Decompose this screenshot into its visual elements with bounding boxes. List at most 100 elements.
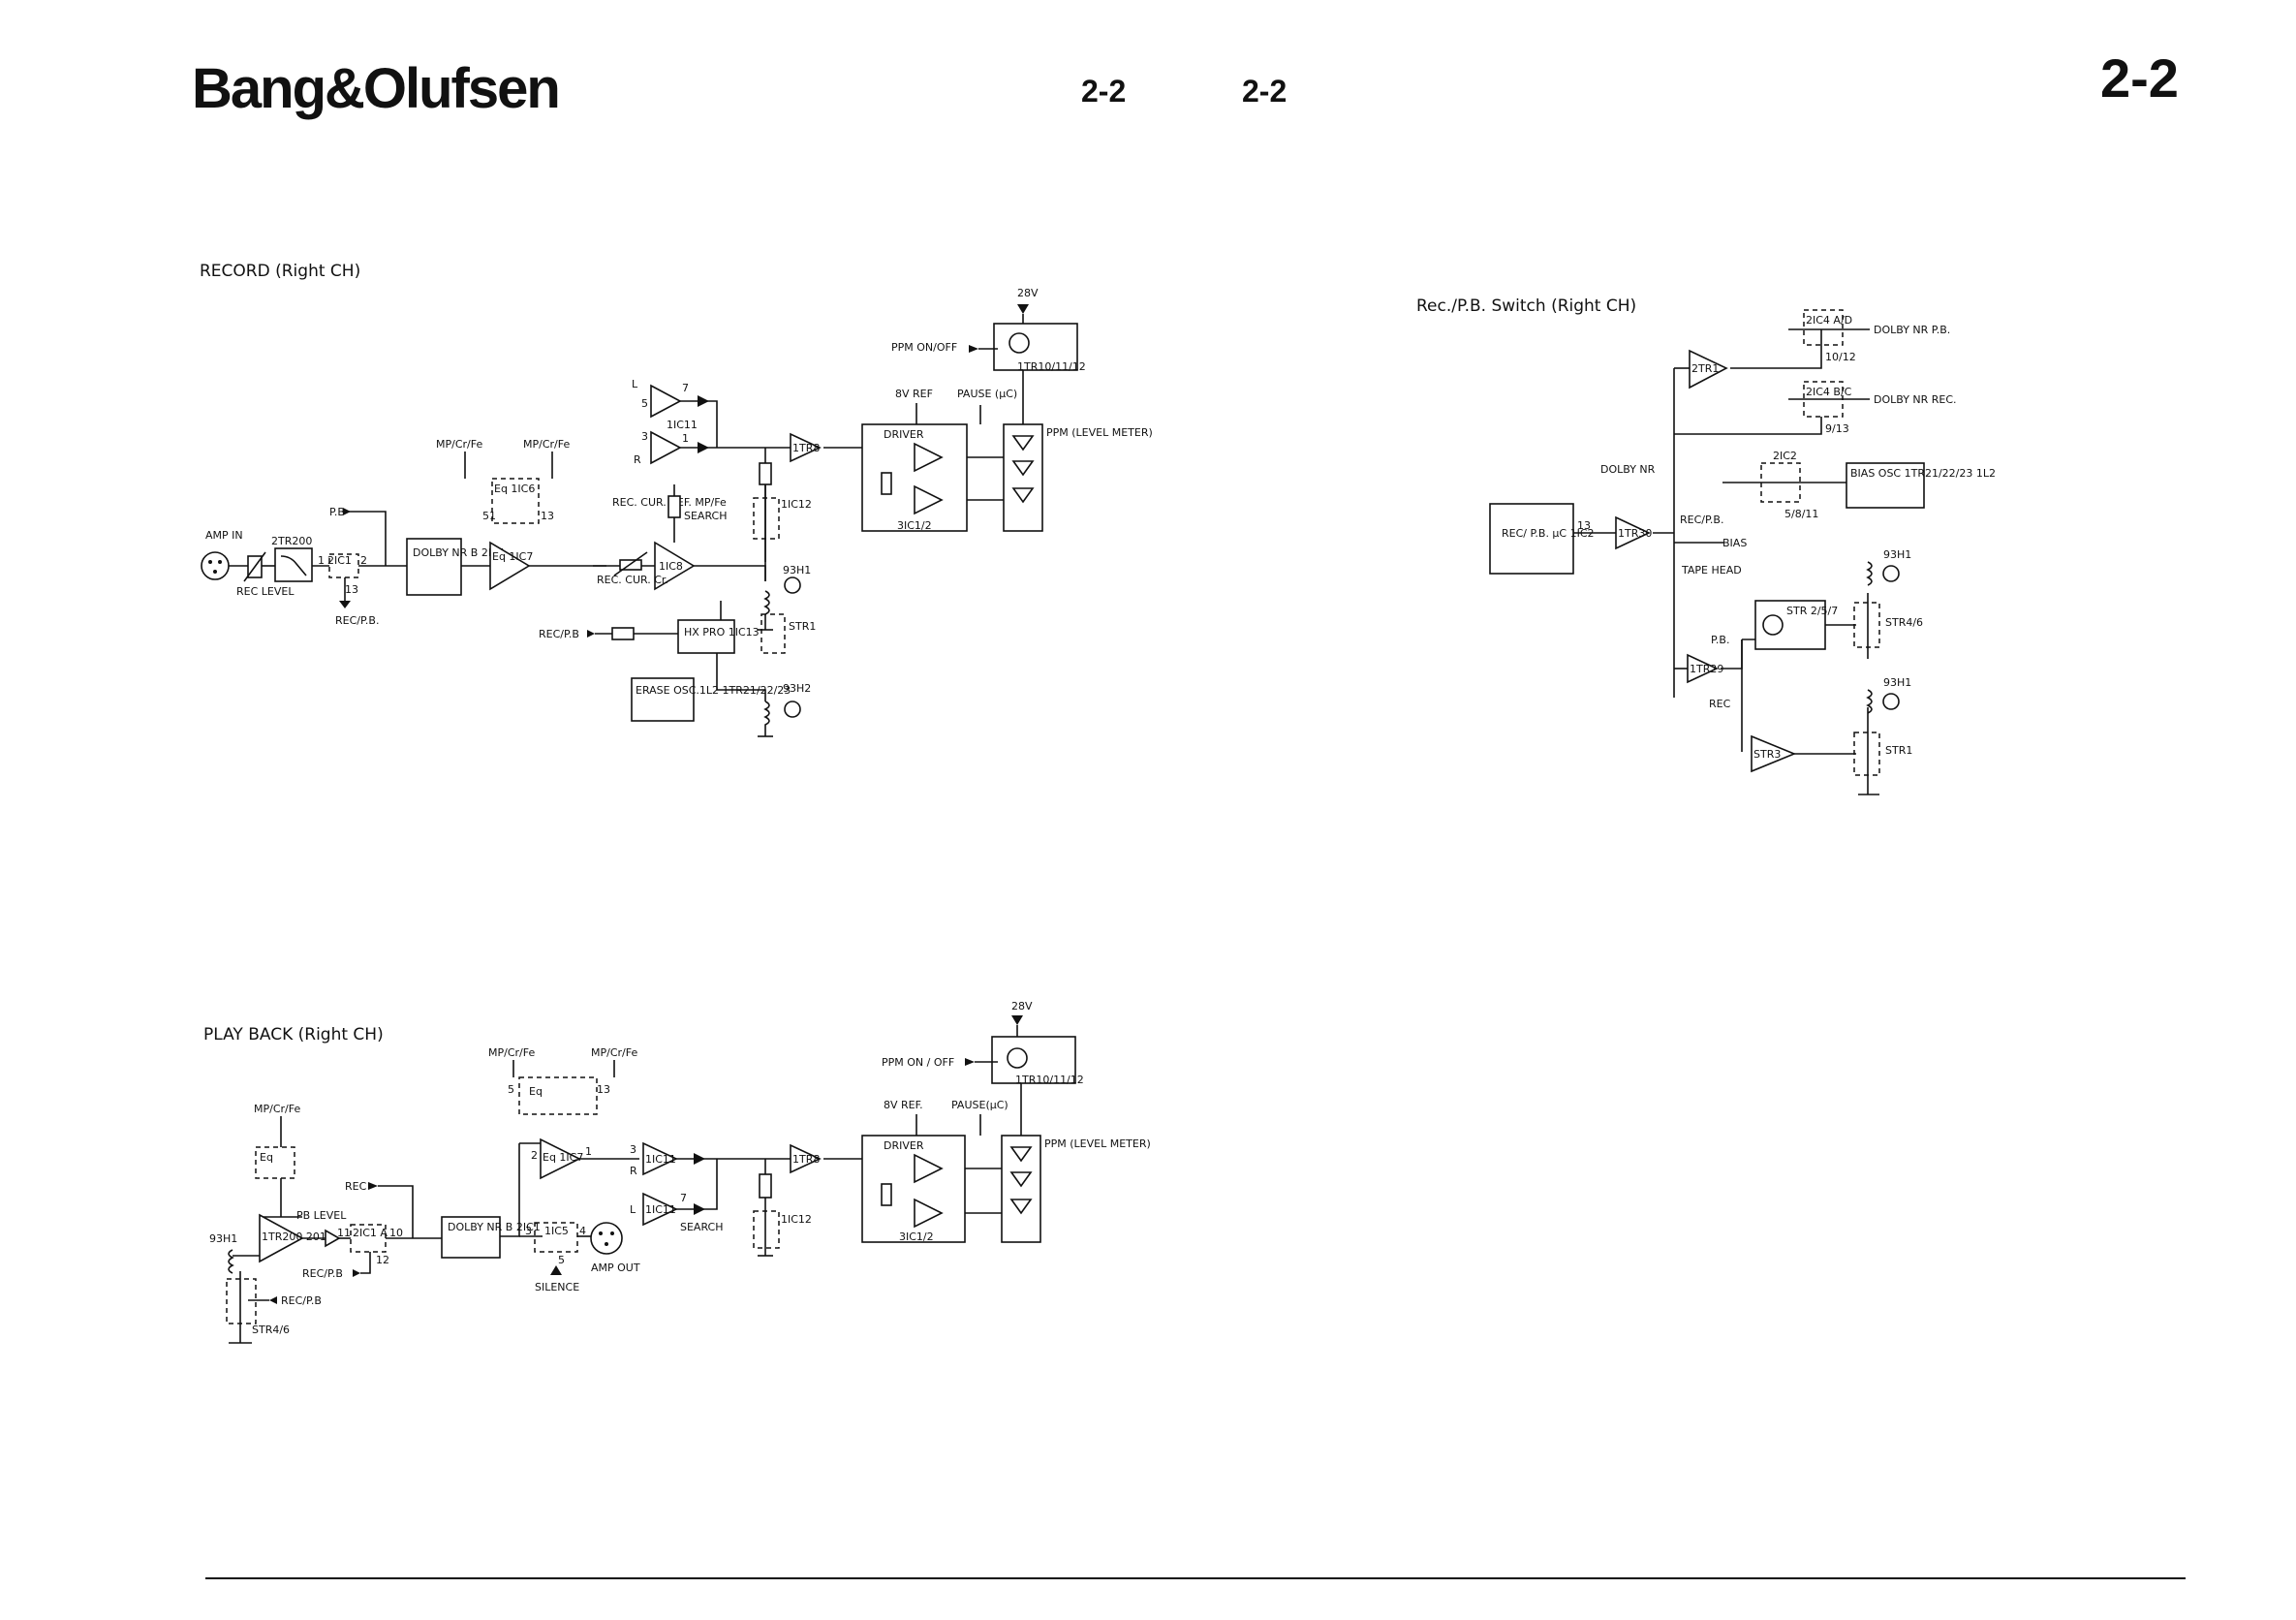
svg-text:93H1: 93H1 [1883, 676, 1911, 689]
svg-text:2IC1 A: 2IC1 A [353, 1227, 388, 1239]
svg-text:ERASE OSC.1L2 1TR21/22/23: ERASE OSC.1L2 1TR21/22/23 [636, 684, 791, 697]
ppm-supply-block-pb [991, 1036, 1076, 1084]
svg-text:1TR10/11/12: 1TR10/11/12 [1015, 1074, 1084, 1086]
svg-text:1TR200 201: 1TR200 201 [262, 1231, 326, 1243]
svg-text:REC: REC [1709, 698, 1731, 710]
svg-text:93H2: 93H2 [783, 682, 811, 695]
svg-text:HX PRO 1IC13: HX PRO 1IC13 [684, 626, 760, 639]
svg-text:STR3: STR3 [1753, 748, 1781, 761]
svg-text:STR1: STR1 [1885, 744, 1912, 757]
svg-text:13: 13 [541, 510, 554, 522]
footer-rule [205, 1577, 2186, 1579]
ic5-switch [534, 1222, 578, 1253]
svg-text:DOLBY NR: DOLBY NR [1600, 463, 1656, 476]
driver-block-pb [861, 1135, 966, 1243]
rec-pb-label: REC/P.B. [335, 614, 379, 627]
record-schematic: AMP IN REC LEVEL 2TR200 2IC1 1 2 13 REC/… [201, 287, 1153, 737]
svg-text:1TR8: 1TR8 [792, 442, 820, 454]
svg-text:1: 1 [318, 554, 325, 567]
svg-text:1IC12: 1IC12 [781, 1213, 812, 1226]
svg-text:3IC1/2: 3IC1/2 [899, 1231, 934, 1243]
bias-osc-block [1846, 462, 1925, 509]
svg-text:MP/Cr/Fe: MP/Cr/Fe [254, 1103, 300, 1115]
page-number-left: 2-2 [1081, 74, 1127, 109]
svg-text:1TR29: 1TR29 [1690, 663, 1723, 675]
svg-text:1IC5: 1IC5 [544, 1225, 569, 1237]
svg-text:10/12: 10/12 [1825, 351, 1856, 363]
svg-text:5: 5 [508, 1083, 514, 1096]
svg-text:1IC8: 1IC8 [659, 560, 683, 573]
svg-text:1IC12: 1IC12 [781, 498, 812, 511]
svg-text:SEARCH: SEARCH [684, 510, 728, 522]
svg-text:1IC11: 1IC11 [645, 1153, 676, 1166]
svg-text:13: 13 [1577, 519, 1591, 532]
svg-text:L: L [630, 1203, 636, 1216]
svg-text:REC/P.B.: REC/P.B. [1680, 514, 1723, 526]
svg-text:PB LEVEL: PB LEVEL [296, 1209, 347, 1222]
svg-text:L: L [632, 378, 638, 390]
rec-level-label: REC LEVEL [236, 585, 295, 598]
eq-ic6-box [491, 478, 540, 524]
svg-text:PAUSE(µC): PAUSE(µC) [951, 1099, 1008, 1111]
svg-text:PAUSE (µC): PAUSE (µC) [957, 388, 1017, 400]
tr1-buffer [1689, 349, 1728, 389]
svg-text:Eq: Eq [529, 1085, 543, 1098]
hx-pro-block [677, 619, 735, 654]
svg-text:4: 4 [579, 1225, 586, 1237]
svg-text:51: 51 [482, 510, 496, 522]
ic11-comparator-r [650, 430, 682, 465]
switch-schematic: REC/ P.B. µC 1IC2 13 1TR30 REC/P.B. BIAS… [1489, 309, 1996, 795]
page-number-right: 2-2 [2100, 47, 2179, 109]
svg-text:11: 11 [337, 1227, 351, 1239]
svg-text:93H1: 93H1 [783, 564, 811, 576]
ppm-supply-block [993, 323, 1078, 371]
svg-text:R: R [630, 1165, 637, 1177]
svg-text:7: 7 [680, 1192, 687, 1204]
svg-text:9/13: 9/13 [1825, 422, 1849, 435]
svg-text:3: 3 [641, 430, 648, 443]
svg-text:2: 2 [531, 1149, 538, 1162]
svg-text:3: 3 [525, 1225, 532, 1237]
svg-text:2IC4 A/D: 2IC4 A/D [1806, 314, 1852, 327]
amp-in-connector [201, 551, 230, 580]
ic11-comparator-l [650, 384, 682, 419]
svg-text:MP/Cr/Fe: MP/Cr/Fe [488, 1046, 535, 1059]
svg-text:SILENCE: SILENCE [535, 1281, 579, 1293]
str257-block [1754, 600, 1826, 650]
svg-text:REC: REC [345, 1180, 367, 1193]
svg-text:12: 12 [376, 1254, 389, 1266]
svg-text:BIAS OSC 1TR21/22/23 1L2: BIAS OSC 1TR21/22/23 1L2 [1850, 467, 1996, 480]
svg-text:1TR10/11/12: 1TR10/11/12 [1017, 360, 1086, 373]
eq-ic7-amp [489, 541, 531, 591]
tr8-buffer [790, 432, 822, 463]
record-title: RECORD (Right CH) [200, 262, 361, 281]
svg-text:MP/Cr/Fe: MP/Cr/Fe [591, 1046, 637, 1059]
svg-text:R: R [634, 453, 641, 466]
svg-text:1: 1 [585, 1145, 592, 1158]
svg-text:DRIVER: DRIVER [884, 428, 924, 441]
svg-text:Eq 1IC6: Eq 1IC6 [494, 483, 535, 495]
svg-text:Eq 1IC7: Eq 1IC7 [492, 550, 533, 563]
svg-text:2TR1: 2TR1 [1691, 362, 1719, 375]
ic1-label: 2IC1 [327, 554, 352, 567]
str3-buffer [1751, 734, 1797, 773]
svg-text:7: 7 [682, 382, 689, 394]
svg-text:AMP OUT: AMP OUT [591, 1262, 640, 1274]
tr29-buffer [1687, 653, 1719, 684]
switch-title: Rec./P.B. Switch (Right CH) [1416, 296, 1637, 316]
svg-text:1IC11: 1IC11 [645, 1203, 676, 1216]
svg-text:93H1: 93H1 [209, 1232, 237, 1245]
amp-in-label: AMP IN [205, 529, 243, 542]
svg-text:13: 13 [597, 1083, 610, 1096]
tr200-block [274, 547, 313, 582]
dolby-nr-block [406, 538, 462, 596]
ic11-l-pb [642, 1192, 678, 1227]
svg-text:28V: 28V [1017, 287, 1039, 299]
svg-text:5: 5 [558, 1254, 565, 1266]
svg-text:MP/Cr/Fe: MP/Cr/Fe [436, 438, 482, 451]
erase-osc-block [631, 677, 695, 722]
tr200-preamp [259, 1213, 304, 1263]
svg-text:STR4/6: STR4/6 [1885, 616, 1923, 629]
svg-text:1TR8: 1TR8 [792, 1153, 820, 1166]
